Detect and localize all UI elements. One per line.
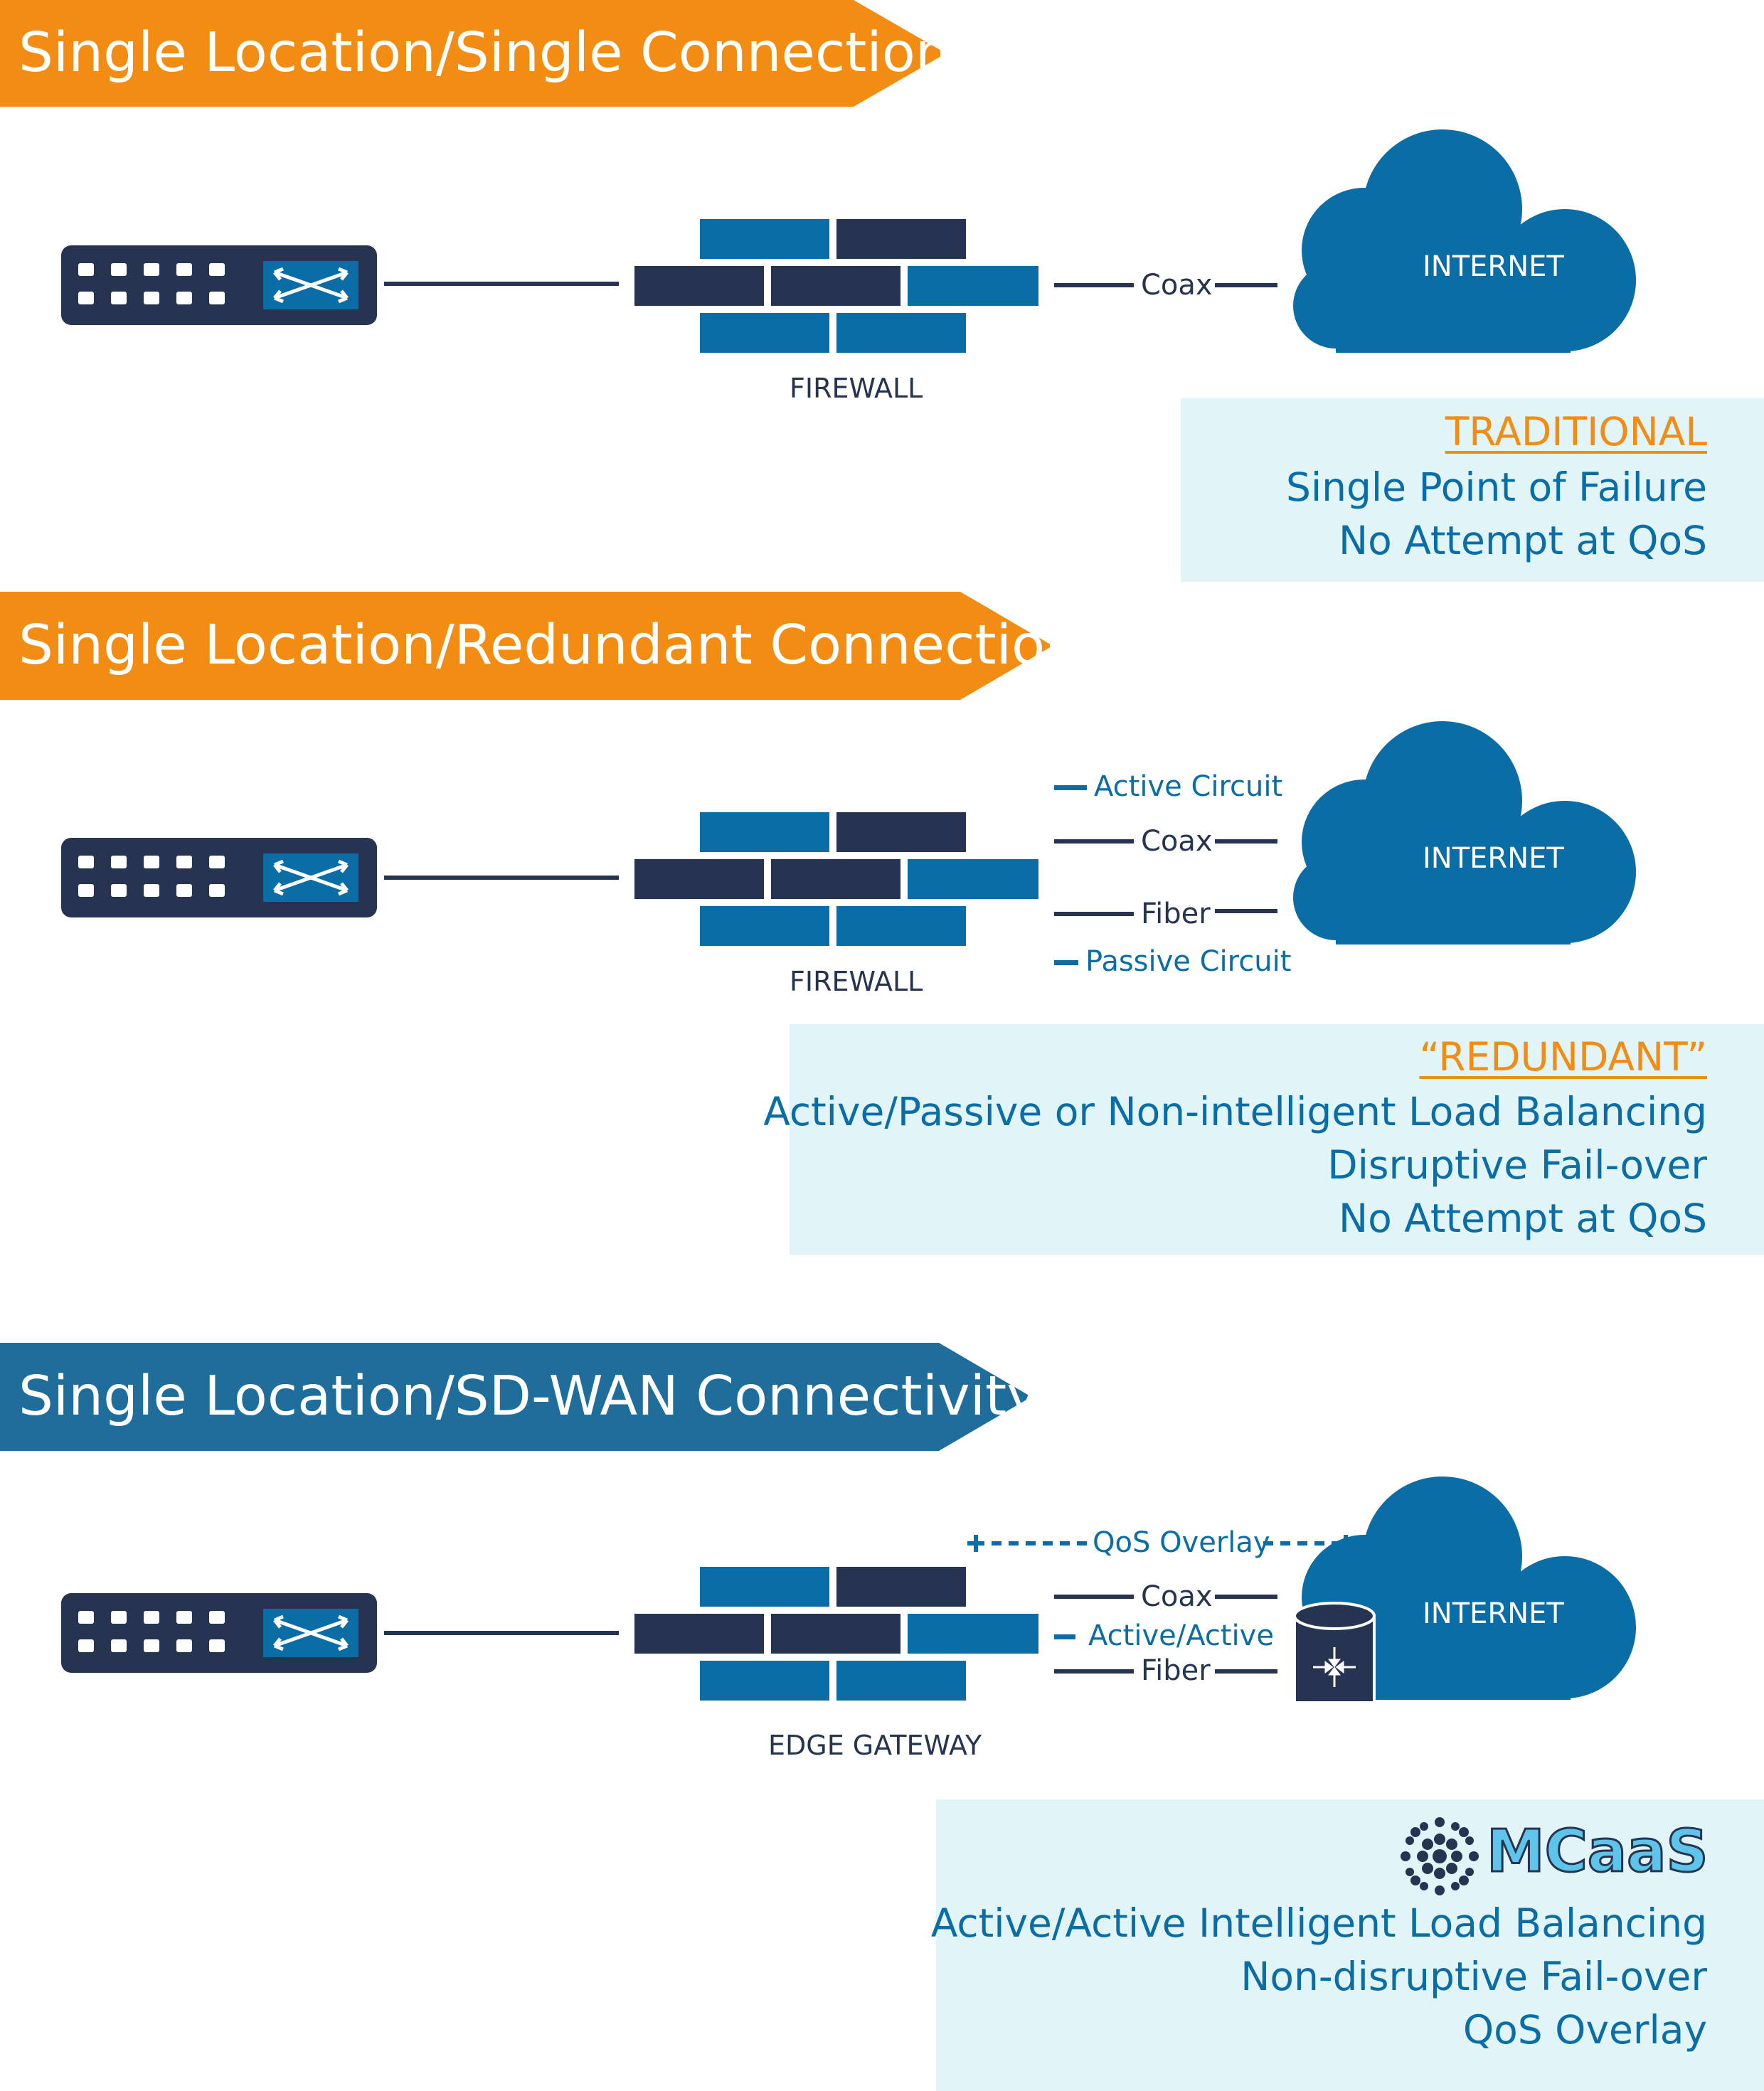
internet-label: INTERNET <box>1423 842 1564 875</box>
fiber-link-left <box>1054 1669 1134 1674</box>
section-2-banner: Single Location/Redundant Connection <box>0 592 1080 700</box>
active-active-label: Active/Active <box>1088 1619 1274 1652</box>
network-switch-icon <box>61 245 377 325</box>
switch-to-gateway-link <box>384 1631 619 1635</box>
mcaas-logo-icon <box>1401 1817 1479 1895</box>
box-line: Single Point of Failure <box>1285 464 1707 510</box>
edge-gateway-icon <box>634 1567 1038 1701</box>
section-2-title: Single Location/Redundant Connection <box>18 614 1080 677</box>
box-line: Non-disruptive Fail-over <box>1240 1954 1707 1999</box>
box-line: No Attempt at QoS <box>1338 1196 1707 1241</box>
fiber-label: Fiber <box>1141 898 1211 930</box>
qos-overlay-label: QoS Overlay <box>1093 1526 1270 1559</box>
section-3-title: Single Location/SD-WAN Connectivity <box>18 1365 1039 1428</box>
edge-gateway-label: EDGE GATEWAY <box>768 1730 982 1761</box>
fiber-link-left <box>1054 912 1134 916</box>
firewall-icon <box>634 812 1038 946</box>
coax-label: Coax <box>1141 269 1213 302</box>
coax-link-left <box>1054 839 1134 844</box>
switch-to-firewall-link <box>384 282 619 286</box>
fiber-link-right <box>1215 1669 1277 1674</box>
internet-cloud-icon <box>1293 129 1636 353</box>
box-heading: “REDUNDANT” <box>1419 1034 1707 1080</box>
active-active-legend-dash <box>1054 1634 1075 1639</box>
box-line: Active/Passive or Non-intelligent Load B… <box>763 1089 1707 1134</box>
section-1-title: Single Location/Single Connection <box>18 21 950 85</box>
firewall-label: FIREWALL <box>790 373 923 404</box>
firewall-icon <box>634 219 1038 353</box>
box-line: No Attempt at QoS <box>1338 518 1707 563</box>
box-line: Active/Active Intelligent Load Balancing <box>930 1900 1707 1946</box>
redundant-summary-box: “REDUNDANT” Active/Passive or Non-intell… <box>763 1024 1764 1255</box>
firewall-label: FIREWALL <box>790 966 923 997</box>
coax-link-right <box>1215 283 1277 287</box>
passive-circuit-legend-dash <box>1054 960 1078 965</box>
coax-link-left <box>1054 283 1134 287</box>
coax-link-left <box>1054 1595 1134 1599</box>
box-heading: TRADITIONAL <box>1445 409 1707 454</box>
internet-label: INTERNET <box>1423 1597 1564 1630</box>
box-line: Disruptive Fail-over <box>1327 1142 1707 1188</box>
mcaas-summary-box: MCaaS Active/Active Intelligent Load Bal… <box>931 1799 1764 2091</box>
active-circuit-legend-dash <box>1054 785 1087 790</box>
fiber-link-right <box>1215 909 1277 913</box>
coax-label: Coax <box>1141 825 1213 858</box>
switch-to-firewall-link <box>384 876 619 880</box>
sd-wan-router-icon <box>1293 1602 1376 1704</box>
coax-link-right <box>1215 1595 1277 1599</box>
passive-circuit-label: Passive Circuit <box>1085 945 1292 978</box>
coax-label: Coax <box>1141 1580 1213 1613</box>
internet-cloud-icon <box>1293 721 1636 945</box>
traditional-summary-box: TRADITIONAL Single Point of Failure No A… <box>1181 398 1764 582</box>
network-switch-icon <box>61 838 377 917</box>
fiber-label: Fiber <box>1141 1654 1211 1687</box>
network-switch-icon <box>61 1593 377 1673</box>
section-3-banner: Single Location/SD-WAN Connectivity <box>0 1343 1039 1451</box>
mcaas-logo-text: MCaaS <box>1486 1817 1710 1887</box>
active-circuit-label: Active Circuit <box>1094 770 1283 803</box>
coax-link-right <box>1215 839 1277 844</box>
internet-label: INTERNET <box>1423 250 1564 283</box>
section-1-banner: Single Location/Single Connection <box>0 0 950 107</box>
box-line: QoS Overlay <box>1462 2007 1707 2053</box>
